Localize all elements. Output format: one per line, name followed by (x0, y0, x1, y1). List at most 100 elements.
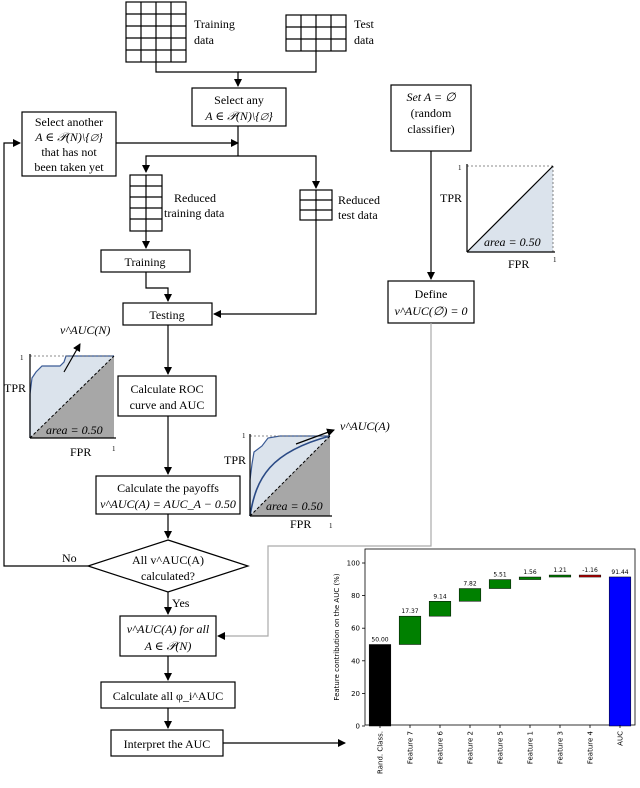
calc-payoffs-label-1: Calculate the payoffs (117, 481, 219, 495)
select-any-label-1: Select any (214, 93, 264, 107)
waterfall-bar (428, 601, 452, 617)
reduced-training-label-1: Reduced (174, 191, 216, 205)
random-roc-ytick-1: 1 (458, 164, 462, 172)
bar-value-label: 1.21 (553, 567, 567, 574)
ytick-label: 0 (356, 723, 360, 731)
reduced-test-label-2: test data (338, 208, 378, 222)
waterfall-bar (368, 644, 392, 727)
random-roc-xtick-1: 1 (553, 256, 557, 264)
calc-payoffs-box (95, 475, 241, 515)
set-empty-label-2: (random (411, 106, 452, 120)
calc-roc-label-1: Calculate ROC (131, 382, 204, 396)
category-label: Feature 7 (407, 731, 415, 764)
select-another-label-3: that has not (41, 145, 97, 159)
waterfall-bar (458, 588, 482, 602)
select-another-label-4: been taken yet (34, 160, 104, 174)
define-label-1: Define (415, 287, 448, 301)
random-roc-area-label: area = 0.50 (484, 235, 541, 249)
roc-vN-xtick-1: 1 (112, 445, 116, 453)
ytick-label: 40 (351, 657, 360, 665)
select-another-label-1: Select another (35, 115, 103, 129)
category-label: Feature 6 (437, 730, 445, 764)
arrow-test-to-select (238, 51, 317, 73)
reduced-test-table-icon (299, 189, 333, 221)
reduced-training-table-icon (129, 174, 163, 232)
category-label: Rand. Class. (377, 731, 385, 774)
roc-vN-fpr-label: FPR (70, 445, 91, 459)
select-another-box (21, 111, 117, 177)
select-another-label-2: A ∈ 𝒫(N)\{∅} (34, 130, 103, 144)
set-empty-label-3: classifier) (407, 122, 454, 136)
arrow-to-reduced-training (142, 155, 238, 173)
roc-vN-label: v^AUC(N) (60, 323, 110, 337)
bar-value-label: 7.82 (463, 581, 477, 588)
training-data-label-1: Training (194, 17, 235, 31)
category-label: AUC (617, 731, 625, 746)
bar-value-label: 50.00 (371, 637, 388, 644)
training-data-label-2: data (194, 33, 215, 47)
random-roc-fpr-label: FPR (508, 257, 529, 271)
calc-phi-label: Calculate all φ_i^AUC (113, 689, 224, 703)
roc-vA-tpr-label: TPR (224, 453, 246, 467)
bar-value-label: 1.56 (523, 569, 537, 576)
decision-label-2: calculated? (141, 569, 195, 583)
calc-roc-label-2: curve and AUC (130, 398, 205, 412)
set-empty-box (390, 84, 472, 152)
bar-value-label: 9.14 (433, 593, 447, 600)
waterfall-bar (398, 615, 422, 645)
bar-value-label: 91.44 (611, 569, 628, 576)
interpret-box (110, 729, 224, 757)
roc-plot-vN: 1 1 TPR FPR area = 0.50 v^AUC(N) (4, 323, 116, 459)
for-all-label-1: v^AUC(A) for all (127, 622, 210, 636)
waterfall-bar (578, 574, 602, 578)
chart-ylabel: Feature contribution on the AUC (%) (333, 573, 341, 700)
arrow-to-reduced-test (238, 155, 320, 189)
ytick-label: 60 (351, 625, 360, 633)
waterfall-bar (518, 576, 542, 580)
arrow-training-to-select (155, 62, 242, 87)
roc-vA-xtick-1: 1 (329, 522, 333, 530)
for-all-label-2: A ∈ 𝒫(N) (144, 639, 192, 653)
arrow-to-testing (145, 272, 172, 302)
category-label: Feature 3 (557, 731, 565, 764)
set-empty-label-1: Set A = ∅ (406, 90, 456, 104)
category-label: Feature 2 (467, 731, 475, 764)
roc-vN-area-label: area = 0.50 (46, 423, 103, 437)
select-any-label-2: A ∈ 𝒫(N)\{∅} (204, 109, 273, 123)
waterfall-bar (608, 576, 632, 727)
waterfall-bar (488, 579, 512, 589)
bar-value-label: 5.51 (493, 572, 507, 579)
category-label: Feature 1 (527, 731, 535, 764)
bar-value-label: 17.37 (401, 608, 418, 615)
ytick-label: 20 (351, 690, 360, 698)
roc-vA-area-label: area = 0.50 (266, 499, 323, 513)
testing-label: Testing (149, 308, 184, 322)
yes-label: Yes (172, 596, 190, 610)
calc-roc-box (117, 375, 217, 417)
no-label: No (62, 551, 77, 565)
random-classifier-roc-plot: 1 1 TPR FPR area = 0.50 (440, 164, 557, 271)
category-label: Feature 5 (497, 731, 505, 764)
define-label-2: v^AUC(∅) = 0 (395, 304, 468, 318)
arrow-no-loop (3, 139, 88, 567)
calc-payoffs-label-2: v^AUC(A) = AUC_A − 0.50 (100, 497, 236, 511)
test-data-table-icon (285, 14, 347, 52)
ytick-label: 100 (347, 560, 360, 568)
decision-label-1: All v^AUC(A) (132, 553, 204, 567)
select-any-box (191, 87, 287, 127)
test-data-label-2: data (354, 33, 375, 47)
roc-vA-ytick-1: 1 (242, 432, 246, 440)
test-data-label-1: Test (354, 17, 374, 31)
waterfall-bar (548, 574, 572, 578)
calc-phi-box (100, 681, 236, 709)
bar-value-label: -1.16 (582, 567, 598, 574)
roc-plot-vA: 1 1 TPR FPR area = 0.50 v^AUC(A) (224, 419, 390, 531)
define-box (387, 280, 475, 324)
roc-vN-ytick-1: 1 (20, 354, 24, 362)
reduced-test-label-1: Reduced (338, 193, 380, 207)
roc-vA-label: v^AUC(A) (340, 419, 390, 433)
roc-vA-fpr-label: FPR (290, 517, 311, 531)
training-data-table-icon (125, 1, 187, 63)
